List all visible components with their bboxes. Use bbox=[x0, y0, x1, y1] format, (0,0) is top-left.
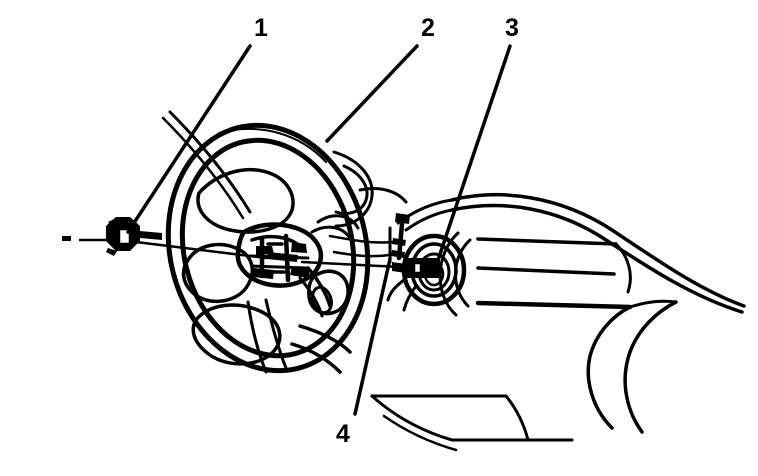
column-clamp-screw bbox=[388, 213, 410, 264]
steering-column-upper-bearing bbox=[386, 233, 467, 312]
steering-wheel-rim bbox=[165, 122, 371, 374]
steering-wheel-spokes bbox=[181, 167, 352, 374]
callout-label-1: 1 bbox=[254, 14, 268, 42]
callout-leader-lines bbox=[126, 44, 512, 416]
callout-label-2: 2 bbox=[421, 14, 435, 42]
steering-wheel-hub bbox=[235, 214, 360, 318]
callout-label-3: 3 bbox=[505, 14, 519, 42]
instrument-panel bbox=[370, 193, 746, 452]
callout-label-4: 4 bbox=[336, 420, 350, 448]
